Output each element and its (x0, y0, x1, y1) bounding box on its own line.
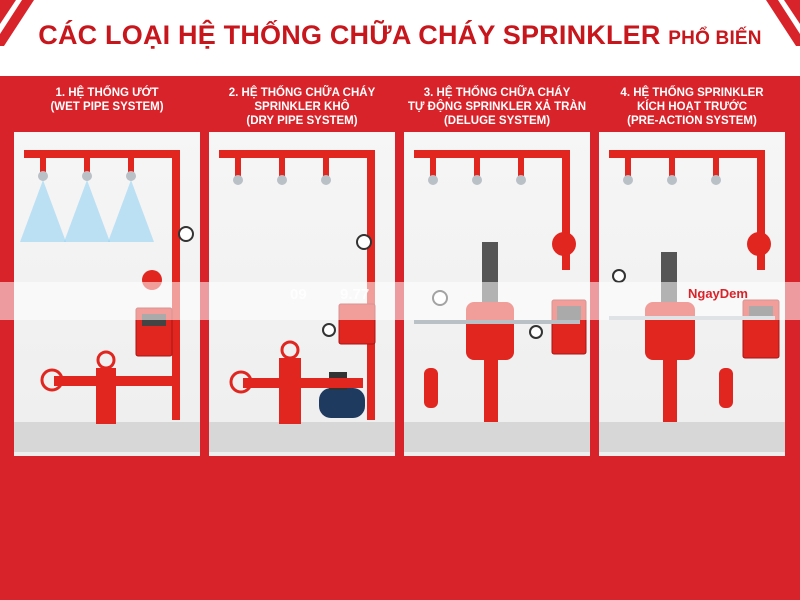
floor-slab (404, 422, 590, 452)
alarm-bell-icon (747, 232, 771, 256)
sprinkler-head-icon (623, 158, 633, 185)
watermark-text: 09 (290, 286, 307, 303)
bottom-red-area (0, 460, 800, 600)
floor-slab (599, 422, 785, 452)
page-title-tail: PHỔ BIẾN (668, 28, 762, 49)
panel-deluge: 3. HỆ THỐNG CHỮA CHÁY TỰ ĐỘNG SPRINKLER … (404, 80, 590, 456)
panel-title-line2: KÍCH HOẠT TRƯỚC (636, 101, 748, 113)
pressure-gauge-icon (612, 269, 626, 283)
feed-pipe (243, 378, 363, 388)
floor-slab (14, 422, 200, 452)
stripes-decoration-left (0, 0, 34, 46)
pressure-gauge-icon (178, 226, 194, 242)
panel-header: 3. HỆ THỐNG CHỮA CHÁY TỰ ĐỘNG SPRINKLER … (404, 80, 590, 132)
panel-title-line2: (WET PIPE SYSTEM) (50, 101, 164, 113)
panel-title-line1: 4. HỆ THỐNG SPRINKLER (620, 87, 764, 99)
panel-header: 1. HỆ THỐNG ƯỚT (WET PIPE SYSTEM) (14, 80, 200, 132)
valve-handwheel-icon (280, 340, 300, 360)
main-pipe (609, 150, 765, 158)
panel-title-line3: (PRE-ACTION SYSTEM) (627, 115, 757, 127)
dry-pipe-valve (279, 358, 301, 424)
sprinkler-head-icon (321, 158, 331, 185)
panel-title-line1: 1. HỆ THỐNG ƯỚT (55, 87, 159, 99)
panel-title-line3: (DRY PIPE SYSTEM) (246, 115, 358, 127)
panel-title-line2: TỰ ĐỘNG SPRINKLER XẢ TRÀN (407, 101, 587, 113)
panel-wet-pipe: 1. HỆ THỐNG ƯỚT (WET PIPE SYSTEM) (14, 80, 200, 456)
panel-dry-pipe: 2. HỆ THỐNG CHỮA CHÁY SPRINKLER KHÔ (DRY… (209, 80, 395, 456)
watermark-text: 9.77 (340, 286, 370, 303)
open-nozzle-icon (516, 158, 526, 185)
valve-handwheel-icon (40, 368, 64, 392)
pressure-gauge-icon (356, 234, 372, 250)
panel-pre-action: 4. HỆ THỐNG SPRINKLER KÍCH HOẠT TRƯỚC (P… (599, 80, 785, 456)
riser-pipe (757, 150, 765, 270)
panel-header: 4. HỆ THỐNG SPRINKLER KÍCH HOẠT TRƯỚC (P… (599, 80, 785, 132)
sprinkler-head-icon (711, 158, 721, 185)
sprinkler-head-icon (108, 158, 154, 242)
main-pipe (414, 150, 570, 158)
valve-handwheel-icon (96, 350, 116, 370)
page-title-main: CÁC LOẠI HỆ THỐNG CHỮA CHÁY SPRINKLER (38, 20, 661, 50)
watermark-brand: NgayDem (688, 286, 748, 301)
panel-title-line3: (DELUGE SYSTEM) (443, 115, 551, 127)
open-nozzle-icon (472, 158, 482, 185)
riser-pipe (562, 150, 570, 270)
sprinkler-head-icon (233, 158, 243, 185)
sprinkler-head-icon (277, 158, 287, 185)
sprinkler-head-icon (667, 158, 677, 185)
watermark-band (0, 282, 800, 320)
air-compressor (319, 388, 365, 418)
panel-title-line1: 2. HỆ THỐNG CHỮA CHÁY (228, 87, 376, 99)
panel-header: 2. HỆ THỐNG CHỮA CHÁY SPRINKLER KHÔ (DRY… (209, 80, 395, 132)
stripes-decoration-right (766, 0, 800, 46)
pressure-gauge-icon (322, 323, 336, 337)
page-title: CÁC LOẠI HỆ THỐNG CHỮA CHÁY SPRINKLER PH… (0, 20, 800, 51)
pressure-gauge-icon (529, 325, 543, 339)
wet-pipe-illustration (14, 150, 200, 452)
main-pipe (24, 150, 180, 158)
header-bar: CÁC LOẠI HỆ THỐNG CHỮA CHÁY SPRINKLER PH… (0, 0, 800, 76)
panel-title-line2: SPRINKLER KHÔ (254, 101, 350, 113)
open-nozzle-icon (428, 158, 438, 185)
sprinkler-head-icon (64, 158, 110, 242)
trim-piping (414, 320, 580, 324)
systems-panels: 1. HỆ THỐNG ƯỚT (WET PIPE SYSTEM) (14, 80, 786, 460)
panel-title-line1: 3. HỆ THỐNG CHỮA CHÁY (423, 87, 571, 99)
accumulator-tank (424, 368, 438, 408)
sprinkler-head-icon (20, 158, 66, 242)
feed-pipe (54, 376, 174, 386)
floor-slab (209, 422, 395, 452)
accumulator-tank (719, 368, 733, 408)
alarm-bell-icon (552, 232, 576, 256)
main-pipe (219, 150, 375, 158)
valve-handwheel-icon (229, 370, 253, 394)
